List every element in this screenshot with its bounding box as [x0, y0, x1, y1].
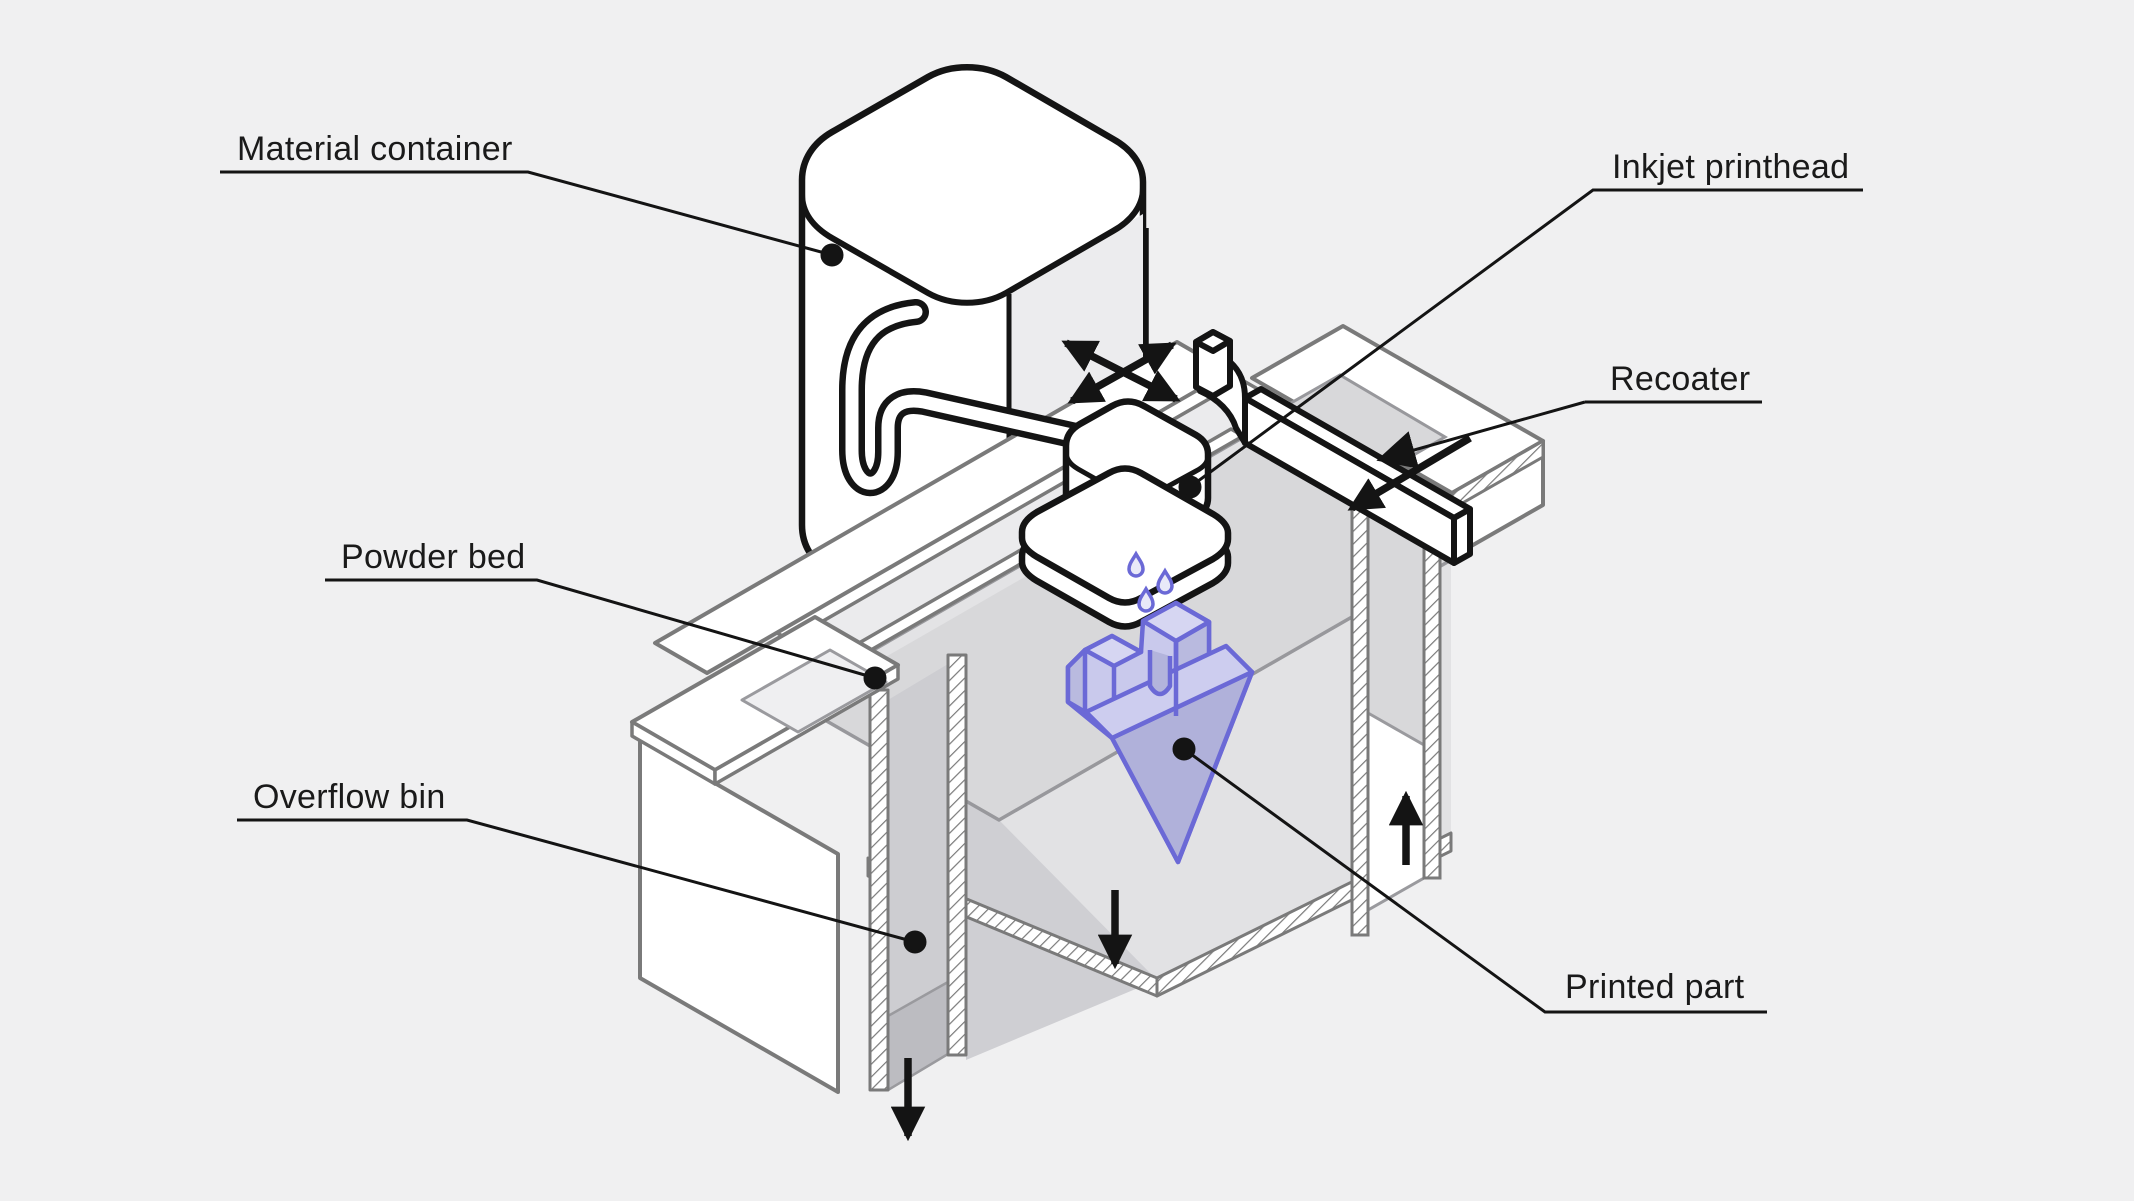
leader-dot-icon [820, 243, 844, 267]
leader-inkjet-printhead [1189, 188, 1863, 489]
container-top-edge [799, 187, 1146, 306]
feed-column-powder [1368, 520, 1424, 745]
label-powder-bed: Powder bed [341, 538, 525, 576]
printhead-base-upper [1018, 465, 1232, 606]
xy-motion-arrows-icon [1061, 339, 1181, 405]
feed-wall-hatch-left [1350, 503, 1370, 937]
leader-overflow-bin [237, 818, 916, 944]
bin-wall-hatch-right [946, 653, 968, 1057]
recoater-tip-top [1193, 329, 1233, 354]
leader-dot-icon [903, 930, 927, 954]
bin-powder-column [888, 664, 948, 1090]
inkjet-printhead [839, 299, 1232, 630]
part-chamfer-band [1083, 643, 1255, 741]
part-u-notch [1147, 650, 1173, 697]
label-printed-part: Printed part [1565, 968, 1745, 1006]
overflow-bin-assembly [630, 615, 968, 1094]
ink-droplets-icon [1127, 550, 1174, 613]
label-inkjet-printhead: Inkjet printhead [1612, 148, 1849, 186]
leader-powder-bed [325, 578, 876, 680]
labels: Material container Inkjet printhead Reco… [237, 130, 1849, 1006]
part-top-right [1140, 600, 1212, 644]
leader-dot-icon [1172, 737, 1196, 761]
label-overflow-bin: Overflow bin [253, 778, 446, 816]
leader-printed-part [1183, 747, 1767, 1014]
bin-skirt-panel [638, 738, 840, 1094]
part-top-left [1082, 633, 1144, 669]
leader-dot-icon [863, 666, 887, 690]
printed-part [1065, 600, 1255, 865]
printhead-hose-inner [845, 305, 1092, 490]
leader-material-container [220, 170, 833, 257]
feed-wall-hatch-right [1422, 546, 1442, 880]
label-material-container: Material container [237, 130, 513, 168]
recoater-sweep-arrow-icon [1347, 434, 1472, 512]
leader-arrowhead-icon [1376, 400, 1586, 469]
feed-chamber-walls [1350, 503, 1442, 937]
bin-wall-hatch-left [868, 688, 890, 1092]
piston-arrows [890, 790, 1424, 1142]
powder-front-face [999, 560, 1451, 980]
label-recoater: Recoater [1610, 360, 1750, 398]
leader-dot-icon [1178, 475, 1202, 499]
feed-column-lower [1366, 710, 1426, 913]
recoater-end-cap [1451, 506, 1473, 566]
leader-lines [220, 170, 1863, 1014]
